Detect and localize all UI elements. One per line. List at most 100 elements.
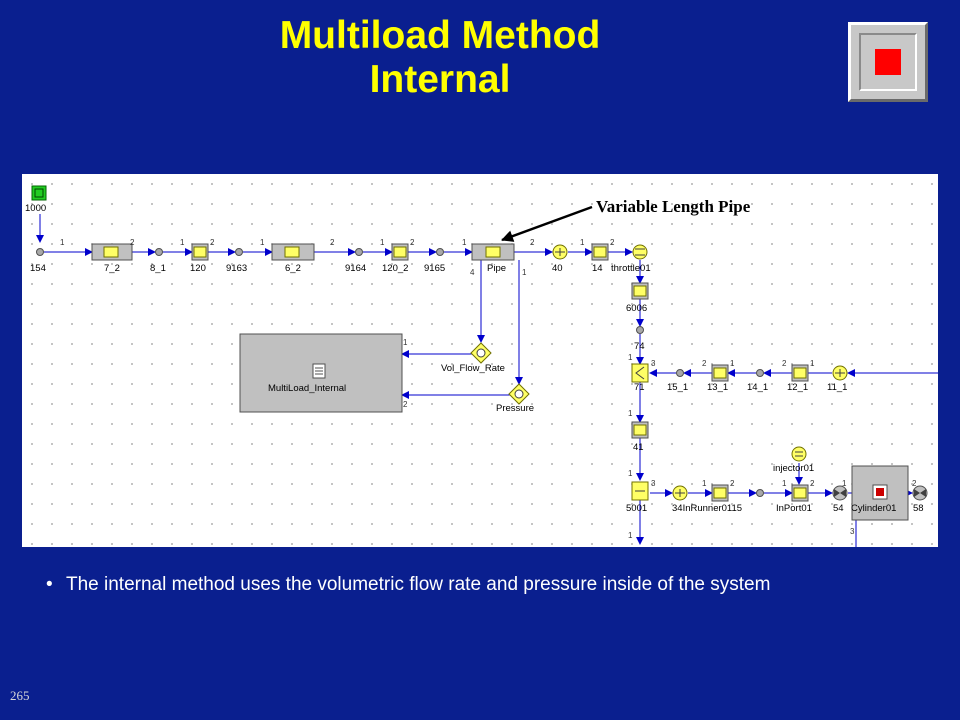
injector-component[interactable]	[791, 446, 807, 462]
title-line-2: Internal	[369, 58, 511, 101]
label-throttle: throttle01	[611, 263, 651, 274]
port-label: 3	[651, 479, 656, 488]
label-58: 58	[913, 503, 924, 514]
junction-154[interactable]	[36, 248, 44, 256]
throttle-component[interactable]	[632, 244, 648, 260]
callout-arrow	[501, 205, 593, 242]
port-label: 1	[462, 238, 467, 247]
port-label: 2	[530, 238, 535, 247]
port-label: 2	[782, 359, 787, 368]
stop-square-icon	[875, 49, 901, 75]
part-5001[interactable]	[631, 481, 649, 501]
bullet-dot: •	[46, 574, 53, 595]
label-154: 154	[30, 263, 46, 274]
part-120[interactable]	[191, 243, 209, 261]
label-34InRunner0115: 34InRunner0115	[672, 503, 742, 514]
label-11_1: 11_1	[827, 382, 847, 393]
label-54: 54	[833, 503, 844, 514]
label-1000: 1000	[25, 203, 46, 214]
button-bevel	[859, 33, 917, 91]
port-label: 2	[730, 479, 735, 488]
part-34InRunner0115[interactable]	[672, 485, 688, 501]
pipe-7_2[interactable]	[91, 243, 133, 261]
junction-8_1[interactable]	[155, 248, 163, 256]
label-14_1: 14_1	[747, 382, 768, 393]
junction-9165[interactable]	[436, 248, 444, 256]
port-label: 1	[380, 238, 385, 247]
port-label: 3	[850, 527, 855, 536]
port-label: 1	[842, 479, 847, 488]
label-8_1: 8_1	[150, 263, 166, 274]
part-15_1[interactable]	[676, 369, 684, 377]
part-14[interactable]	[591, 243, 609, 261]
slide-number: 265	[10, 688, 30, 703]
label-cylinder: Cylinder01	[851, 503, 896, 514]
part-41[interactable]	[631, 421, 649, 439]
port-label: 2	[810, 479, 815, 488]
part-13_1[interactable]	[711, 364, 729, 382]
part-40[interactable]	[552, 244, 568, 260]
model-diagram-panel: Variable Length Pipe	[22, 174, 938, 547]
port-label: 2	[330, 238, 335, 247]
stop-button[interactable]	[848, 22, 928, 102]
multiload-component[interactable]	[239, 333, 403, 413]
pipe-component[interactable]	[471, 243, 515, 261]
port-label: 4	[470, 268, 475, 277]
component-1000[interactable]	[31, 185, 47, 201]
label-multiload: MultiLoad_Internal	[268, 383, 346, 394]
label-71: 71	[634, 382, 645, 393]
cylinder-component[interactable]	[851, 465, 909, 521]
junction-74[interactable]	[636, 326, 644, 334]
label-120: 120	[190, 263, 206, 274]
label-9164: 9164	[345, 263, 366, 274]
part-6006[interactable]	[631, 282, 649, 300]
label-7_2: 7_2	[104, 263, 120, 274]
port-label: 2	[403, 400, 408, 409]
port-label: 1	[580, 238, 585, 247]
callout-label: Variable Length Pipe	[596, 197, 751, 216]
junction-runner[interactable]	[756, 489, 764, 497]
label-40: 40	[552, 263, 563, 274]
port-label: 1	[810, 359, 815, 368]
junction-14_1[interactable]	[756, 369, 764, 377]
port-label: 2	[130, 238, 135, 247]
valve-54[interactable]	[832, 485, 848, 501]
junction-9164[interactable]	[355, 248, 363, 256]
label-6006: 6006	[626, 303, 647, 314]
port-label: 1	[60, 238, 65, 247]
port-label: 1	[180, 238, 185, 247]
port-label: 1	[782, 479, 787, 488]
port-label: 1	[702, 479, 707, 488]
label-13_1: 13_1	[707, 382, 728, 393]
port-label: 1	[730, 359, 735, 368]
bullet-point: • The internal method uses the volumetri…	[46, 573, 886, 597]
slide-title: Multiload Method Internal	[0, 14, 880, 102]
port-label: 2	[912, 479, 917, 488]
valve-58[interactable]	[912, 485, 928, 501]
port-label: 2	[610, 238, 615, 247]
vol-flow-rate-sensor[interactable]	[470, 342, 492, 364]
port-label: 3	[651, 359, 656, 368]
part-inrunner[interactable]	[711, 484, 729, 502]
label-6_2: 6_2	[285, 263, 301, 274]
part-11_1[interactable]	[832, 365, 848, 381]
part-120_2[interactable]	[391, 243, 409, 261]
port-label: 2	[410, 238, 415, 247]
label-9165: 9165	[424, 263, 445, 274]
part-12_1[interactable]	[791, 364, 809, 382]
inport-component[interactable]	[791, 484, 809, 502]
label-41: 41	[633, 442, 644, 453]
part-71[interactable]	[631, 363, 649, 383]
label-pressure: Pressure	[496, 403, 534, 414]
port-label: 1	[628, 531, 633, 540]
label-vol-flow-rate: Vol_Flow_Rate	[441, 363, 505, 374]
label-injector: injector01	[773, 463, 814, 474]
pressure-sensor[interactable]	[508, 383, 530, 405]
pipe-6_2[interactable]	[271, 243, 315, 261]
junction-9163[interactable]	[235, 248, 243, 256]
port-label: 2	[702, 359, 707, 368]
label-15_1: 15_1	[667, 382, 688, 393]
label-inport: InPort01	[776, 503, 812, 514]
links	[36, 214, 938, 547]
port-label: 2	[210, 238, 215, 247]
